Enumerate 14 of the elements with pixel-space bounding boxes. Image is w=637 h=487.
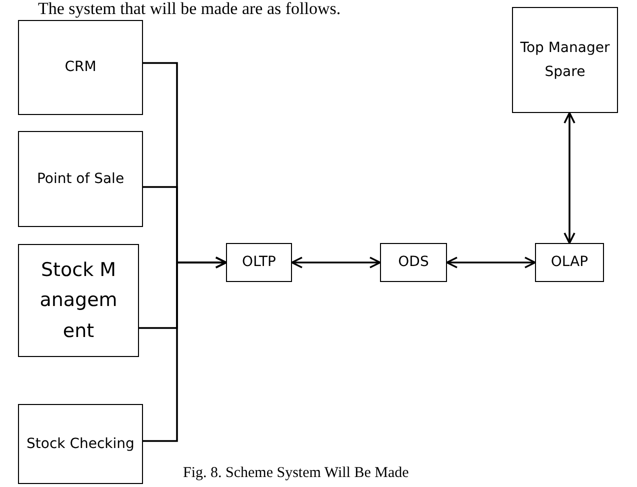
system-box: Stock Management	[18, 244, 139, 357]
system-box: ODS	[380, 243, 447, 282]
system-box: Top Manager Spare	[512, 7, 618, 113]
intro-text: The system that will be made are as follows.	[38, 0, 341, 19]
arrow	[291, 256, 381, 268]
figure-caption: Fig. 8. Scheme System Will Be Made	[183, 465, 409, 482]
system-box: OLTP	[226, 243, 292, 282]
system-box: Point of Sale	[18, 131, 143, 227]
system-box: OLAP	[535, 243, 604, 282]
arrow	[143, 256, 227, 442]
system-box: Stock Checking	[18, 404, 143, 484]
arrow	[446, 256, 536, 268]
system-box: CRM	[18, 20, 143, 115]
arrow	[564, 112, 576, 244]
